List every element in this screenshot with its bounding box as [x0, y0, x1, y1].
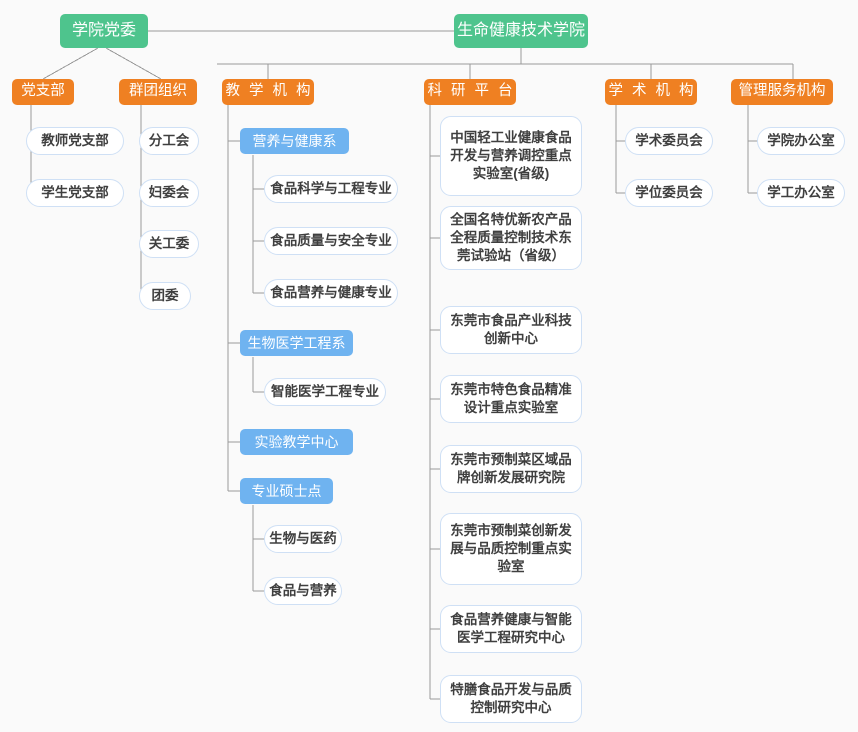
leaf-college-office[interactable]: 学院办公室 [757, 127, 845, 155]
department-experimental-teaching-center[interactable]: 实验教学中心 [240, 429, 353, 455]
leaf-academic-committee[interactable]: 学术委员会 [625, 127, 713, 155]
department-biomedical-engineering[interactable]: 生物医学工程系 [240, 330, 353, 356]
research-platform-2[interactable]: 全国名特优新农产品 全程质量控制技术东 莞试验站（省级） [440, 206, 582, 270]
leaf-youth-league[interactable]: 团委 [139, 282, 191, 310]
master-food-nutrition[interactable]: 食品与营养 [264, 577, 342, 605]
category-admin-service[interactable]: 管理服务机构 [731, 79, 833, 105]
research-platform-4[interactable]: 东莞市特色食品精准 设计重点实验室 [440, 375, 582, 423]
leaf-youth-care-committee[interactable]: 关工委 [139, 230, 199, 258]
department-nutrition-health[interactable]: 营养与健康系 [240, 128, 349, 154]
research-platform-3[interactable]: 东莞市食品产业科技 创新中心 [440, 306, 582, 354]
major-food-quality-safety[interactable]: 食品质量与安全专业 [264, 227, 398, 255]
department-professional-masters[interactable]: 专业硕士点 [240, 478, 333, 504]
leaf-teacher-party-branch[interactable]: 教师党支部 [26, 127, 124, 155]
leaf-student-party-branch[interactable]: 学生党支部 [26, 179, 124, 207]
category-academic-organization[interactable]: 学 术 机 构 [605, 79, 697, 105]
research-platform-6[interactable]: 东莞市预制菜创新发 展与品质控制重点实 验室 [440, 513, 582, 585]
leaf-womens-committee[interactable]: 妇委会 [139, 179, 199, 207]
category-teaching-organization[interactable]: 教 学 机 构 [222, 79, 314, 105]
category-party-branch[interactable]: 党支部 [12, 79, 74, 105]
research-platform-8[interactable]: 特膳食品开发与品质 控制研究中心 [440, 675, 582, 723]
leaf-student-affairs-office[interactable]: 学工办公室 [757, 179, 845, 207]
root-node-party-committee[interactable]: 学院党委 [60, 14, 148, 48]
research-platform-1[interactable]: 中国轻工业健康食品 开发与营养调控重点 实验室(省级) [440, 116, 582, 196]
major-intelligent-medical-engineering[interactable]: 智能医学工程专业 [264, 378, 386, 406]
master-biology-medicine[interactable]: 生物与医药 [264, 525, 342, 553]
research-platform-7[interactable]: 食品营养健康与智能 医学工程研究中心 [440, 605, 582, 653]
category-research-platform[interactable]: 科 研 平 台 [424, 79, 516, 105]
research-platform-5[interactable]: 东莞市预制菜区域品 牌创新发展研究院 [440, 445, 582, 493]
leaf-degree-committee[interactable]: 学位委员会 [625, 179, 713, 207]
major-food-science-engineering[interactable]: 食品科学与工程专业 [264, 175, 398, 203]
leaf-labor-union[interactable]: 分工会 [139, 127, 199, 155]
major-food-nutrition-health[interactable]: 食品营养与健康专业 [264, 279, 398, 307]
category-mass-organization[interactable]: 群团组织 [119, 79, 197, 105]
root-node-college[interactable]: 生命健康技术学院 [454, 14, 588, 48]
